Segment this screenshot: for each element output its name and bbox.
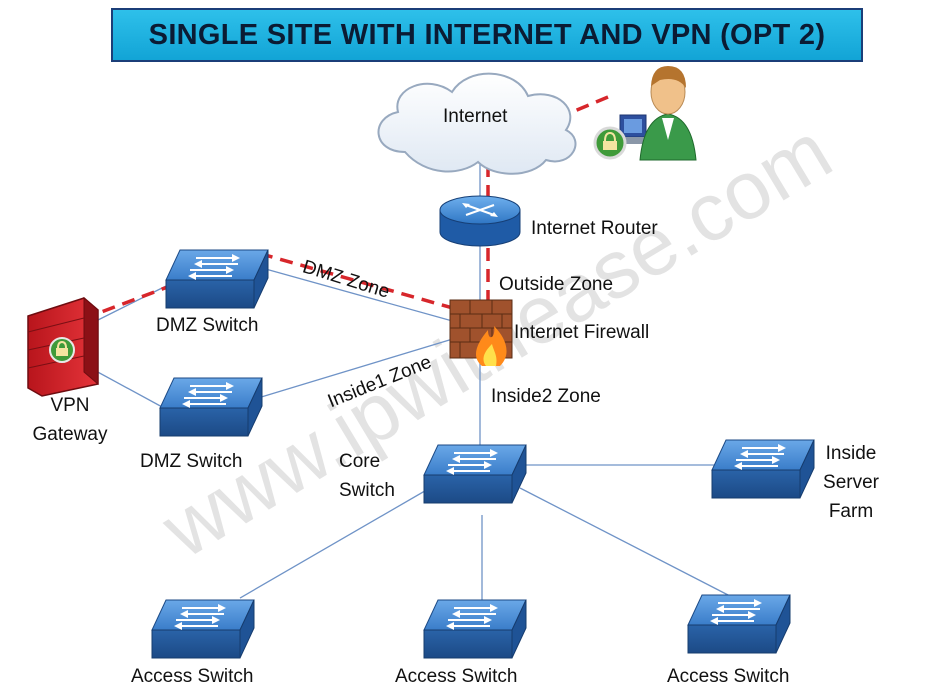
dmz-switch-1-icon xyxy=(165,249,269,309)
server-farm-label-line3: Farm xyxy=(828,501,874,522)
vpn-gateway-label: VPN Gateway xyxy=(20,391,120,449)
vpn-gateway-label-line1: VPN xyxy=(50,395,90,416)
core-switch-label: Core Switch xyxy=(339,447,395,505)
vpn-gateway-label-line2: Gateway xyxy=(32,424,108,445)
dmz-switch-1-label: DMZ Switch xyxy=(156,315,259,336)
router-icon xyxy=(439,195,521,247)
topology-links xyxy=(93,150,731,600)
server-farm-label-line2: Server xyxy=(823,472,879,493)
core-switch-icon xyxy=(423,444,527,504)
dmz-switch-2-label: DMZ Switch xyxy=(140,451,243,472)
access-switch-3-label: Access Switch xyxy=(667,666,790,687)
access-switch-1-label: Access Switch xyxy=(131,666,254,687)
server-farm-label: Inside Server Farm xyxy=(806,439,896,526)
server-farm-switch-icon xyxy=(711,439,815,499)
title-banner: SINGLE SITE WITH INTERNET AND VPN (OPT 2… xyxy=(111,8,863,62)
access-switch-1-icon xyxy=(151,599,255,659)
access-switch-3-icon xyxy=(687,594,791,654)
router-label: Internet Router xyxy=(531,218,658,239)
remote-user-icon xyxy=(593,66,697,161)
access-switch-2-label: Access Switch xyxy=(395,666,518,687)
firewall-label: Internet Firewall xyxy=(514,322,650,343)
firewall-icon xyxy=(449,299,513,366)
outside-zone-label: Outside Zone xyxy=(499,274,614,295)
cloud-icon xyxy=(377,72,577,175)
access-switch-2-icon xyxy=(423,599,527,659)
inside2-zone-label: Inside2 Zone xyxy=(491,386,601,407)
page-title: SINGLE SITE WITH INTERNET AND VPN (OPT 2… xyxy=(148,18,826,51)
core-switch-label-line1: Core xyxy=(339,451,381,472)
dmz-switch-2-icon xyxy=(159,377,263,437)
internet-label: Internet xyxy=(443,106,508,127)
vpn-gateway-icon xyxy=(27,296,99,397)
core-switch-label-line2: Switch xyxy=(339,480,395,501)
server-farm-label-line1: Inside xyxy=(825,443,877,464)
